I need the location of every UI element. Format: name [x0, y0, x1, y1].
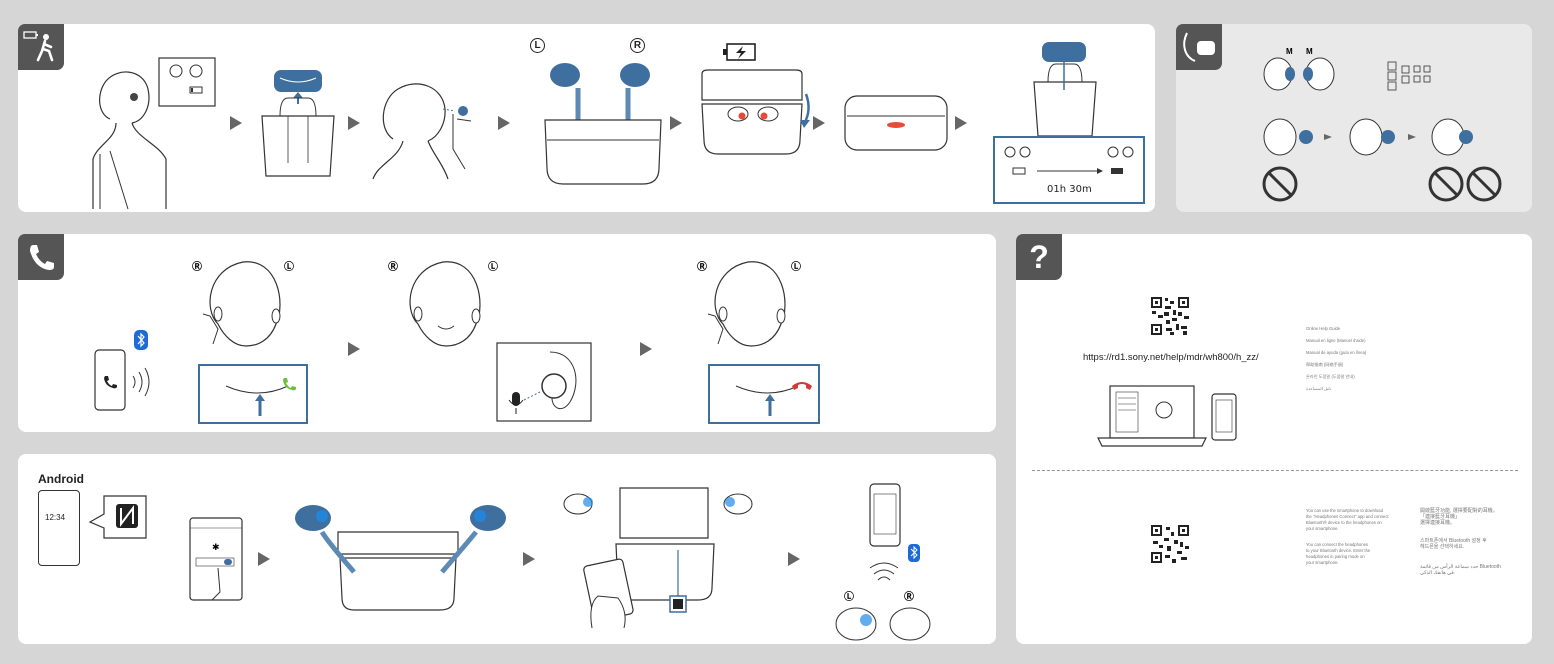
step-arrow	[498, 116, 510, 130]
left-marker: L	[530, 38, 545, 53]
svg-text:Ⓛ: Ⓛ	[791, 260, 801, 273]
qr-code-bottom	[1150, 524, 1190, 564]
phone-connected: Ⓛ Ⓡ	[826, 480, 936, 650]
earbuds-out-of-case	[288, 502, 518, 612]
nfc-pairing-panel: Android 12:34 ✱	[18, 454, 996, 644]
earbuds-into-case	[543, 60, 663, 190]
svg-text:Ⓛ: Ⓛ	[488, 260, 498, 273]
ear-tip-replace-steps	[1258, 112, 1518, 162]
svg-text:Ⓛ: Ⓛ	[284, 260, 294, 273]
charge-time-box: 01h 30m	[993, 136, 1145, 204]
svg-text:✱: ✱	[212, 543, 220, 553]
step-arrow	[348, 342, 360, 356]
tap-answer-box	[198, 364, 308, 424]
earbud-size-m: M M	[1258, 46, 1348, 96]
help-panel: ? https://rd1.sony.net/help/mdr/wh800/h_…	[1016, 234, 1532, 644]
phone-nfc-settings: ✱	[188, 512, 248, 602]
battery-charging-icon	[723, 42, 759, 62]
section-divider	[1032, 470, 1518, 471]
person-wearing-earbuds	[88, 59, 168, 209]
case-into-bag	[258, 68, 338, 178]
help-url: https://rd1.sony.net/help/mdr/wh800/h_zz…	[1083, 352, 1259, 363]
svg-text:Ⓡ: Ⓡ	[697, 260, 707, 273]
ear-fit-icon	[1176, 24, 1222, 70]
case-closed-led	[843, 94, 949, 154]
phone-touch-case	[558, 478, 778, 628]
step-arrow	[348, 116, 360, 130]
step-arrow	[258, 552, 270, 566]
charging-panel: L R	[18, 24, 1155, 212]
svg-text:Ⓛ: Ⓛ	[844, 590, 854, 603]
app-instructions-en: You can use the smartphone to download t…	[1306, 508, 1389, 566]
earbuds-battery-low-box	[158, 57, 216, 107]
qr-code-top	[1150, 296, 1190, 336]
call-panel: Ⓡ Ⓛ Ⓡ Ⓛ Ⓡ Ⓛ	[18, 234, 996, 432]
svg-text:Ⓡ: Ⓡ	[192, 260, 202, 273]
svg-text:Ⓡ: Ⓡ	[904, 590, 914, 603]
svg-text:Ⓡ: Ⓡ	[388, 260, 398, 273]
step-arrow	[670, 116, 682, 130]
battery-walking-icon	[18, 24, 64, 70]
laptop-and-phone	[1098, 382, 1248, 452]
phone-handset-icon	[18, 234, 64, 280]
svg-text:M: M	[1286, 47, 1293, 56]
right-marker: R	[630, 38, 645, 53]
bluetooth-icon	[134, 330, 148, 350]
platform-label: Android	[38, 472, 84, 486]
head-on-call: Ⓡ Ⓛ	[388, 254, 508, 374]
phone-time: 12:34	[45, 513, 65, 522]
incorrect-fit-icons	[1262, 164, 1554, 204]
head-end-call: Ⓡ Ⓛ	[693, 254, 813, 374]
phone-lockscreen: 12:34	[38, 490, 80, 566]
help-guide-text: Online Help Guide Manual en ligne (Manue…	[1306, 326, 1366, 392]
ear-tips-panel: M M	[1176, 24, 1532, 212]
step-arrow	[230, 116, 242, 130]
step-arrow	[640, 342, 652, 356]
ear-tip-sizes	[1384, 52, 1434, 92]
help-badge-label: ?	[1029, 239, 1049, 276]
phone-ringing	[93, 330, 173, 420]
case-open-charging	[698, 70, 808, 160]
tap-hangup-box	[708, 364, 820, 424]
charge-duration: 01h 30m	[1047, 184, 1092, 195]
step-arrow	[813, 116, 825, 130]
step-arrow	[955, 116, 967, 130]
app-instructions-cjk: 開啟藍牙功能, 選擇要配對的耳機。 「連接藍牙耳機」 選擇連接耳機。 스마트폰에…	[1420, 508, 1501, 576]
question-icon: ?	[1016, 234, 1062, 280]
step-arrow	[788, 552, 800, 566]
case-in-bag-final	[1030, 40, 1100, 140]
step-arrow	[523, 552, 535, 566]
mic-ear-box	[496, 342, 592, 422]
head-answer-call: Ⓡ Ⓛ	[188, 254, 308, 374]
nfc-icon	[80, 492, 150, 542]
person-removing-earbud	[373, 69, 483, 179]
svg-text:M: M	[1306, 47, 1313, 56]
